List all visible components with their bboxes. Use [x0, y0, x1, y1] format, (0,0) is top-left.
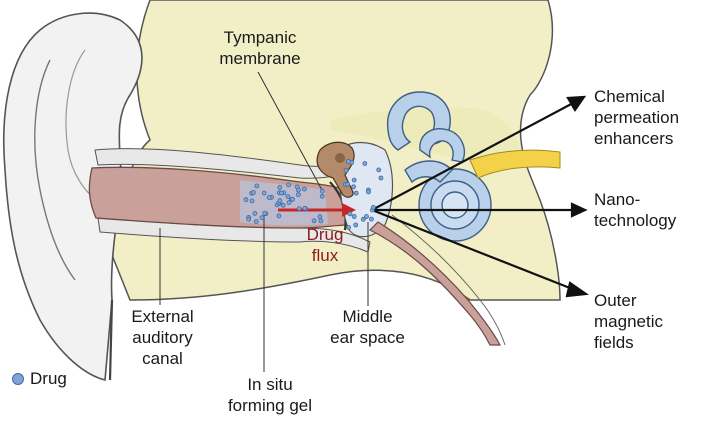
legend: Drug [12, 369, 67, 389]
label-line: membrane [205, 48, 315, 69]
drug-particle [287, 201, 291, 205]
label-nanotechnology: Nano- technology [594, 189, 676, 231]
drug-particle [254, 220, 258, 224]
label-line: In situ [220, 374, 320, 395]
label-in-situ-gel: In situ forming gel [220, 374, 320, 416]
drug-particle [263, 211, 267, 215]
label-drug-flux: Drug flux [295, 224, 355, 266]
drug-particle [286, 195, 290, 199]
label-middle-ear: Middle ear space [325, 306, 410, 348]
label-line: forming gel [220, 395, 320, 416]
drug-particle [287, 183, 291, 187]
drug-particle [253, 211, 257, 215]
drug-particle [296, 193, 300, 197]
drug-particle [346, 159, 350, 163]
label-line: auditory [115, 327, 210, 348]
drug-particle [303, 206, 307, 210]
drug-particle [352, 178, 356, 182]
drug-particle [318, 215, 322, 219]
label-chemical-enhancers: Chemical permeation enhancers [594, 86, 679, 149]
label-line: Outer [594, 290, 663, 311]
drug-particle [297, 207, 301, 211]
drug-particle [278, 199, 282, 203]
drug-particle [363, 162, 367, 166]
legend-drug-label: Drug [30, 369, 67, 389]
label-line: fields [594, 332, 663, 353]
drug-particle [371, 205, 375, 209]
drug-particle [278, 185, 282, 189]
label-line: technology [594, 210, 676, 231]
label-line: Middle [325, 306, 410, 327]
label-line: Chemical [594, 86, 679, 107]
drug-particle [346, 182, 350, 186]
drug-particle [250, 199, 254, 203]
legend-drug-dot [12, 373, 24, 385]
drug-particle [312, 219, 316, 223]
drug-particle [320, 189, 324, 193]
label-line: canal [115, 348, 210, 369]
drug-particle [354, 191, 358, 195]
drug-particle [348, 212, 352, 216]
drug-particle [302, 187, 306, 191]
drug-particle [319, 219, 323, 223]
label-tympanic-membrane: Tympanic membrane [205, 27, 315, 69]
drug-particle [352, 215, 356, 219]
drug-particle [377, 168, 381, 172]
drug-particle [280, 191, 284, 195]
drug-particle [344, 169, 348, 173]
label-line: Drug [295, 224, 355, 245]
label-magnetic-fields: Outer magnetic fields [594, 290, 663, 353]
label-line: flux [295, 245, 355, 266]
label-line: permeation [594, 107, 679, 128]
drug-particle [291, 197, 295, 201]
drug-particle [367, 190, 371, 194]
drug-particle [369, 217, 373, 221]
label-external-canal: External auditory canal [115, 306, 210, 369]
label-line: Nano- [594, 189, 676, 210]
drug-particle [352, 185, 356, 189]
label-line: ear space [325, 327, 410, 348]
label-line: External [115, 306, 210, 327]
drug-particle [260, 216, 264, 220]
drug-particle [281, 203, 285, 207]
drug-particle [244, 198, 248, 202]
drug-particle [277, 214, 281, 218]
label-line: Tympanic [205, 27, 315, 48]
drug-particle [365, 215, 369, 219]
drug-particle [251, 191, 255, 195]
drug-particle [255, 184, 259, 188]
drug-particle [296, 188, 300, 192]
label-line: enhancers [594, 128, 679, 149]
drug-particle [379, 176, 383, 180]
label-line: magnetic [594, 311, 663, 332]
drug-particle [262, 191, 266, 195]
ossicle-joint [335, 153, 345, 163]
drug-particle [267, 196, 271, 200]
drug-particle [320, 194, 324, 198]
drug-particle [247, 217, 251, 221]
